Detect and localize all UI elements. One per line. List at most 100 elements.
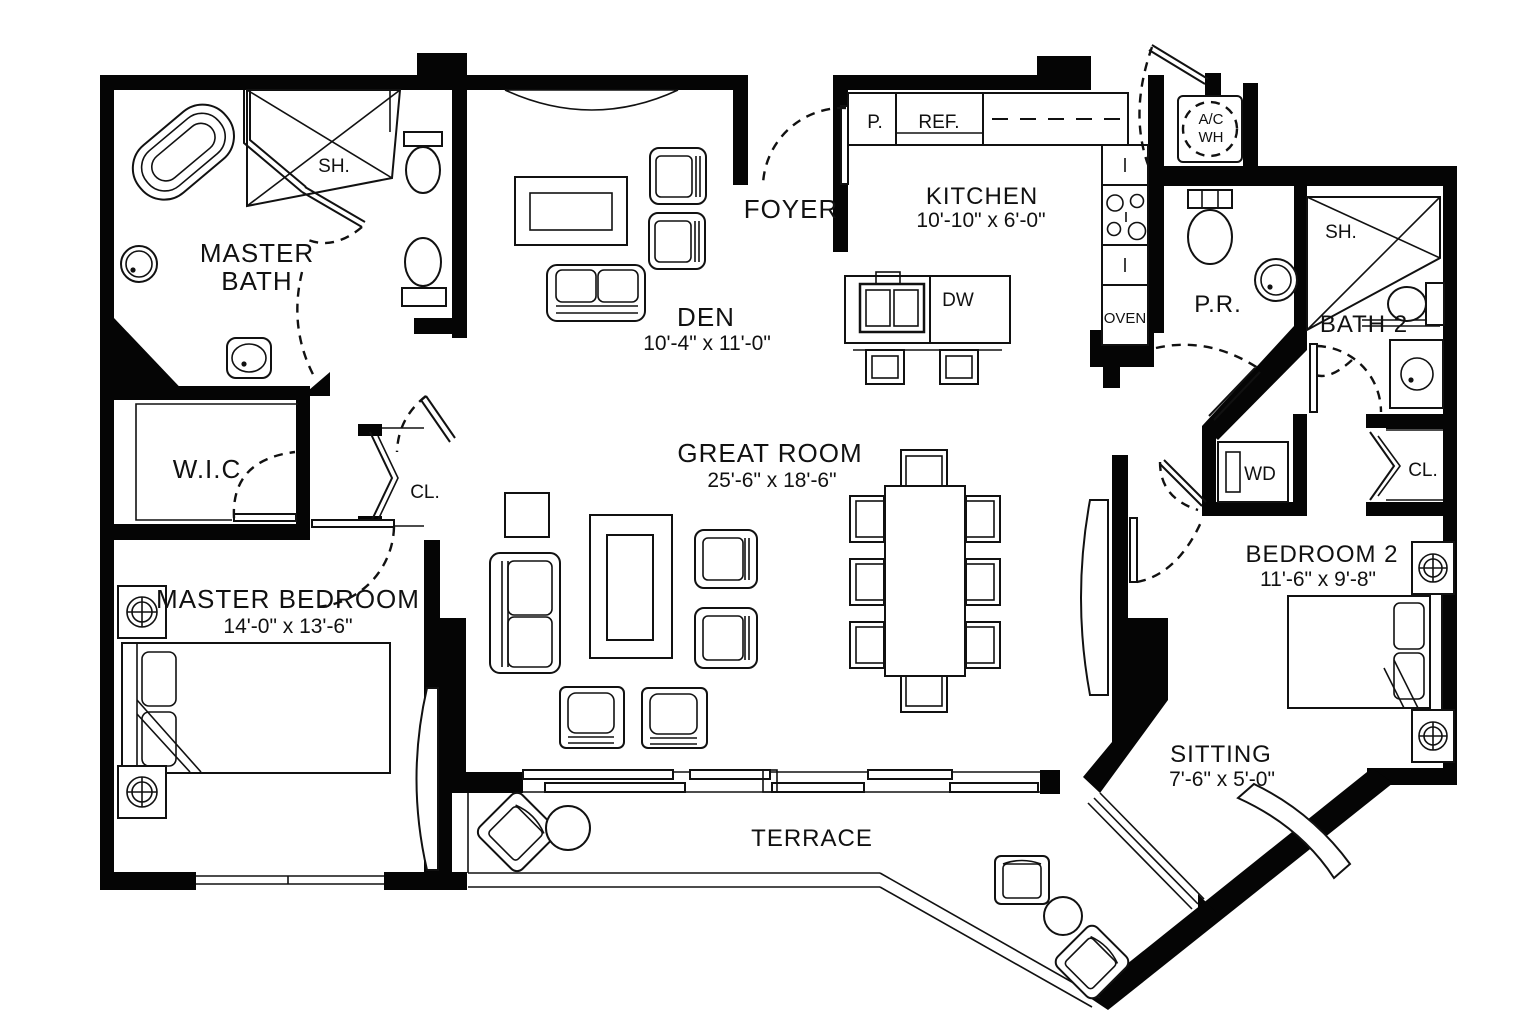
pillow	[141, 651, 177, 707]
sheet-fold	[1383, 659, 1419, 709]
buffet-curved	[1080, 499, 1109, 696]
dining-chair	[965, 558, 1001, 606]
room-label-kitchen: KITCHEN	[926, 183, 1038, 210]
nightstand-bedroom2-1	[1411, 541, 1455, 595]
room-foyer: FOYER	[744, 105, 849, 224]
ac-water-heater-closet: A/C WH	[1177, 95, 1243, 163]
label-fridge: REF.	[918, 112, 959, 133]
room-sitting: SITTING 7'-6" x 5'-0"	[1087, 741, 1352, 910]
lounge-chair-2	[641, 687, 708, 749]
foyer-door-leaf	[840, 105, 849, 185]
bed-master	[121, 642, 391, 774]
sink-powder	[1254, 258, 1298, 302]
terrace-railing	[467, 793, 1101, 1008]
dining-chair	[849, 621, 885, 669]
room-terrace: TERRACE	[467, 769, 1130, 1008]
room-dims-sitting: 7'-6" x 5'-0"	[1169, 768, 1275, 791]
room-label-wic: W.I.C	[173, 454, 242, 484]
room-label-den: DEN	[677, 302, 735, 332]
dining-chair	[849, 495, 885, 543]
label-pantry: P.	[867, 112, 883, 133]
headboard	[1429, 587, 1443, 717]
kitchen-tall-counter: OVEN	[1101, 144, 1149, 346]
wd-door-arc	[1158, 461, 1199, 512]
room-kitchen: P. REF. OVEN DW	[844, 92, 1149, 385]
sink-master-2	[226, 337, 272, 379]
room-label-master-bedroom: MASTER BEDROOM	[156, 584, 420, 614]
sheet-fold	[136, 699, 202, 773]
water-closet-master	[389, 90, 460, 334]
room-dims-kitchen: 10'-10" x 6'-0"	[916, 209, 1045, 232]
entry: A/C WH	[1138, 44, 1243, 171]
room-label-master-bath-2: BATH	[221, 266, 292, 296]
shower-master	[243, 89, 402, 245]
label-washer-dryer: WD	[1244, 464, 1276, 485]
closet-master-hall: CL.	[369, 427, 440, 527]
wd-door-leaf	[1159, 463, 1203, 507]
room-dims-great-room: 25'-6" x 18'-6"	[707, 469, 836, 492]
dresser-curved	[415, 687, 439, 871]
powder-door-leaf	[1213, 371, 1261, 421]
dining-table	[884, 485, 966, 677]
label-wh: WH	[1199, 129, 1224, 146]
toilet-master-2	[404, 237, 442, 287]
room-label-sitting: SITTING	[1170, 741, 1272, 768]
bed-bedroom2	[1287, 595, 1437, 709]
terrace-chair-3	[1054, 924, 1130, 1000]
room-dims-bedroom2: 11'-6" x 9'-8"	[1260, 568, 1376, 591]
kitchen-island: DW	[844, 271, 1011, 385]
master-bedroom-door	[311, 519, 396, 609]
room-bath2: BATH 2 SH.	[1306, 196, 1445, 413]
master-bath-door-arc	[296, 271, 318, 381]
label-oven: OVEN	[1104, 310, 1147, 327]
dining-chair	[965, 621, 1001, 669]
hall-door-to-great-room	[395, 395, 456, 453]
room-great-room: GREAT ROOM 25'-6" x 18'-6"	[489, 438, 1109, 749]
nightstand-master-2	[117, 765, 167, 819]
room-label-master-bath-1: MASTER	[200, 238, 314, 268]
sliding-door-sitting	[1087, 792, 1205, 910]
armchair-gr-2	[694, 607, 758, 669]
bath2-door-leaf	[1309, 343, 1318, 413]
terrace-table-2	[1043, 896, 1083, 936]
pillow	[1393, 652, 1425, 700]
terrace-chair-2	[994, 855, 1050, 905]
terrace-chair-1	[476, 791, 558, 873]
bifold-door	[369, 431, 394, 525]
armchair-den-2	[648, 212, 706, 270]
sink-master-1	[120, 245, 158, 283]
coffee-table-den	[514, 176, 628, 246]
bath2-door-arc	[1316, 344, 1383, 413]
nightstand-master-1	[117, 585, 167, 639]
bifold-door	[1369, 431, 1396, 501]
room-master-bedroom: MASTER BEDROOM 14'-0" x 13'-6"	[117, 584, 439, 885]
chaise	[1236, 782, 1352, 880]
sofa	[489, 552, 561, 674]
room-label-powder: P.R.	[1194, 291, 1242, 318]
walls	[100, 53, 1457, 1010]
toilet-powder	[1187, 189, 1233, 265]
coffee-table	[606, 534, 654, 641]
room-label-foyer: FOYER	[744, 194, 839, 224]
room-bedroom2: BEDROOM 2 11'-6" x 9'-8"	[1129, 517, 1455, 763]
bathtub	[131, 103, 235, 201]
room-dims-master-bedroom: 14'-0" x 13'-6"	[223, 615, 352, 638]
entry-door-arc	[1138, 46, 1154, 171]
toilet-bath2	[1387, 282, 1445, 326]
loveseat-den	[546, 264, 646, 322]
room-label-great-room: GREAT ROOM	[677, 438, 862, 468]
closet-bedroom2: CL.	[1369, 429, 1443, 501]
bedroom2-door-arc	[1136, 519, 1204, 584]
toilet-master-1	[405, 146, 441, 194]
room-label-terrace: TERRACE	[751, 825, 873, 852]
room-dims-den: 10'-4" x 11'-0"	[643, 332, 771, 355]
label-ac: A/C	[1198, 111, 1223, 128]
label-shower-master: SH.	[318, 156, 350, 177]
room-label-bath2: BATH 2	[1320, 311, 1408, 338]
powder-door-arc	[1155, 343, 1259, 370]
room-powder: P.R.	[1155, 189, 1298, 421]
entry-door-leaf	[1151, 44, 1209, 80]
room-label-cl-bedroom2: CL.	[1408, 460, 1438, 481]
